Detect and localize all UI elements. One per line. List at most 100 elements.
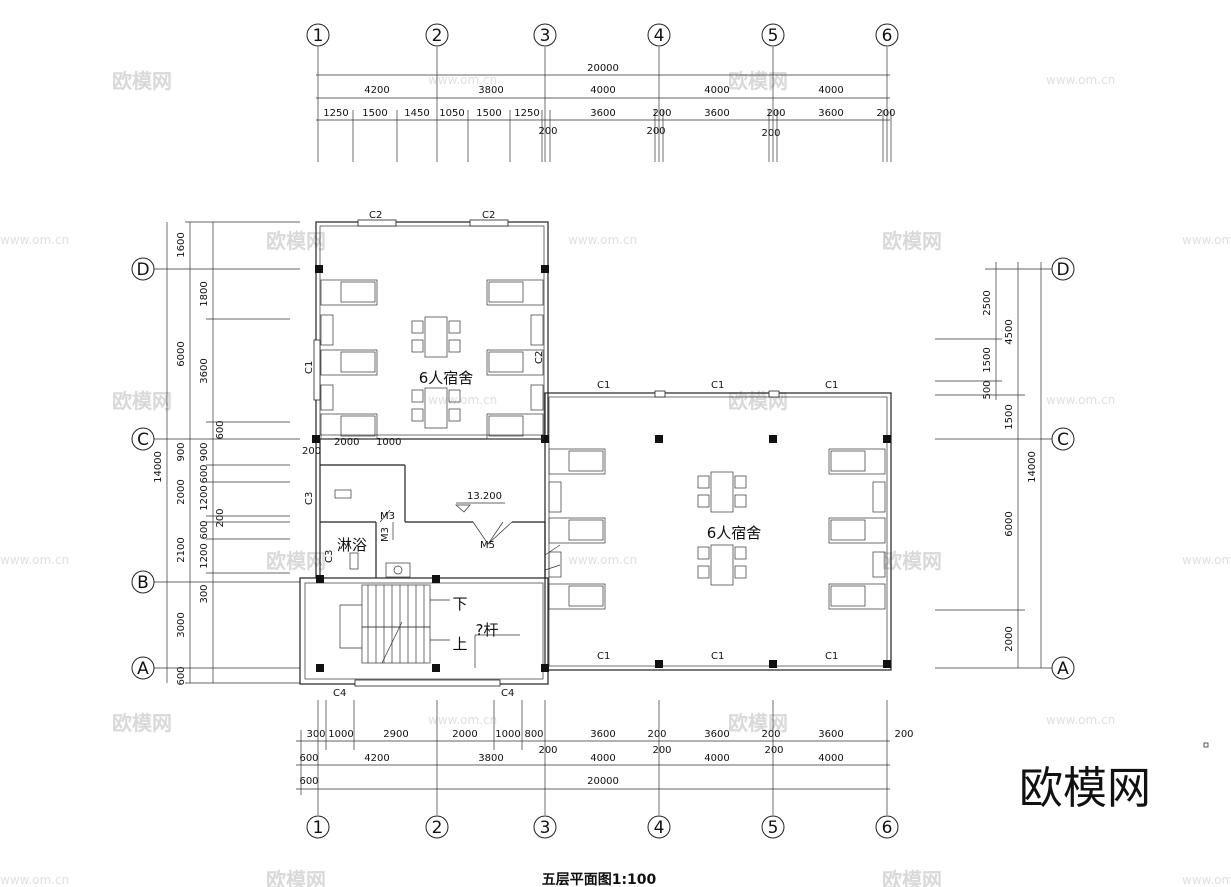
dim-top-row2: 3600 xyxy=(590,108,615,119)
dim-top-row1: 4000 xyxy=(818,85,843,96)
axis-label-top: 1 xyxy=(313,26,324,46)
dim-top-row2: 200 xyxy=(876,108,895,119)
dim-bottom-row1: 3600 xyxy=(704,729,729,740)
dim-bottom-row1: 800 xyxy=(524,729,543,740)
dim-bottom-row1: 3600 xyxy=(590,729,615,740)
dim-bottom-row2: 4000 xyxy=(704,753,729,764)
dim-bottom-row1: 200 xyxy=(647,729,666,740)
dim-top-row2: 1250 xyxy=(323,108,348,119)
dim-top-row2: 200 xyxy=(652,108,671,119)
axis-label-left: C xyxy=(137,430,149,450)
railing-label: ?杆 xyxy=(476,621,499,639)
watermark-text: 欧模网 xyxy=(882,549,942,573)
structural-columns xyxy=(312,265,891,672)
axis-label-top: 6 xyxy=(882,26,893,46)
axis-label-bottom: 1 xyxy=(313,818,324,838)
watermark-text: 欧模网 xyxy=(112,69,172,93)
dim-bottom-row2: 4000 xyxy=(590,753,615,764)
axis-label-top: 4 xyxy=(654,26,665,46)
dim-left-inner: 600 xyxy=(215,420,226,439)
dim-bottom-row1: 200 xyxy=(761,729,780,740)
window-label-c3: C3 xyxy=(324,550,335,563)
dim-top-row2: 3600 xyxy=(704,108,729,119)
window-label-c1: C1 xyxy=(711,651,724,662)
window-label-c1: C1 xyxy=(825,651,838,662)
dim-top-row2-extra: 200 xyxy=(646,126,665,137)
watermark-url: www.om.cn xyxy=(428,713,497,727)
axis-label-bottom: 6 xyxy=(882,818,893,838)
watermark-url: www.om.cn xyxy=(0,873,69,887)
axis-label-bottom: 2 xyxy=(432,818,443,838)
dim-left-inner: 1200 xyxy=(199,485,210,510)
window-label-c2: C2 xyxy=(369,210,382,221)
watermark-url: www.om.cn xyxy=(0,233,69,247)
watermark-url: www.om.cn xyxy=(568,553,637,567)
watermark-text: 欧模网 xyxy=(882,868,942,887)
dim-bottom-row2: 4200 xyxy=(364,753,389,764)
dim-bottom-row1: 300 xyxy=(306,729,325,740)
watermark-text: 欧模网 xyxy=(112,711,172,735)
watermark-url: www.om.cn xyxy=(568,233,637,247)
stair-label-up: 上 xyxy=(452,635,467,653)
dim-top-row2-extra: 200 xyxy=(761,128,780,139)
axis-label-bottom: 5 xyxy=(768,818,779,838)
window-label-c1: C1 xyxy=(597,380,610,391)
axis-label-top: 3 xyxy=(540,26,551,46)
watermark-text: 欧模网 xyxy=(112,389,172,413)
dorm-1-furniture xyxy=(320,279,544,440)
drawing-title: 五层平面图1:100 xyxy=(542,872,657,887)
top-axis-bubbles: 1 2 3 4 5 6 xyxy=(306,23,899,47)
dim-bottom-row1: 2000 xyxy=(452,729,477,740)
window-label-c2: C2 xyxy=(534,351,545,364)
dim-left-mid: 300 xyxy=(199,584,210,603)
dim-top-row1: 3800 xyxy=(478,85,503,96)
dim-top-row1: 4200 xyxy=(364,85,389,96)
dim-bottom-row1: 1000 xyxy=(328,729,353,740)
dim-top-row2: 1050 xyxy=(439,108,464,119)
dim-left-inner: 200 xyxy=(215,508,226,527)
dim-room: 1000 xyxy=(376,437,401,448)
dim-bottom-total: 20000 xyxy=(587,776,619,787)
window-label-c2: C2 xyxy=(482,210,495,221)
dim-left-mid: 1800 xyxy=(199,281,210,306)
window-label-c4: C4 xyxy=(501,688,514,699)
right-dimension-chains: 2500 1500 500 4500 1500 6000 2000 14000 xyxy=(935,262,1052,669)
axis-label-left: D xyxy=(136,260,149,280)
dim-bottom-row2: 4000 xyxy=(818,753,843,764)
dim-right-mid: 6000 xyxy=(1004,511,1015,536)
dim-right-mid: 4500 xyxy=(1004,319,1015,344)
watermark-url: www.om.cn xyxy=(1046,73,1115,87)
dim-top-row2: 1500 xyxy=(362,108,387,119)
window-label-c1: C1 xyxy=(711,380,724,391)
watermark-text: 欧模网 xyxy=(882,229,942,253)
right-axis-bubbles: D C A xyxy=(1051,257,1075,680)
axis-label-bottom: 3 xyxy=(540,818,551,838)
axis-label-left: B xyxy=(137,573,149,593)
watermark-logo: 欧模网 xyxy=(1019,763,1151,814)
dim-top-row2: 1500 xyxy=(476,108,501,119)
dim-bottom-row1: 3600 xyxy=(818,729,843,740)
bottom-axis-bubbles: 1 2 3 4 5 6 xyxy=(306,815,899,839)
dim-left-outer: 3000 xyxy=(176,612,187,637)
dim-top-row2-extra: 200 xyxy=(538,126,557,137)
dim-left-outer: 6000 xyxy=(176,341,187,366)
dim-left-inner: 600 xyxy=(199,464,210,483)
room-label-shower: 淋浴 xyxy=(337,536,367,554)
axis-label-right: C xyxy=(1057,430,1069,450)
axis-label-right: A xyxy=(1057,659,1069,679)
elevation-mark: 13.200 xyxy=(467,491,502,502)
dim-room: 200 xyxy=(302,446,321,457)
dim-top-row1: 4000 xyxy=(704,85,729,96)
dim-left-mid: 900 xyxy=(176,442,187,461)
dorm-2-furniture xyxy=(548,448,886,610)
watermark-url: www.om.cn xyxy=(1182,233,1231,247)
window-label-c1: C1 xyxy=(825,380,838,391)
dim-right-inner: 500 xyxy=(982,380,993,399)
watermark-layer: 欧模网 欧模网 欧模网 欧模网 欧模网 欧模网 欧模网 欧模网 欧模网 欧模网 … xyxy=(0,69,1231,887)
axis-label-left: A xyxy=(137,659,149,679)
dim-right-mid: 1500 xyxy=(1004,404,1015,429)
window-label-c4: C4 xyxy=(333,688,346,699)
dim-bottom-row1: 2900 xyxy=(383,729,408,740)
dim-right-outer: 14000 xyxy=(1027,451,1038,483)
